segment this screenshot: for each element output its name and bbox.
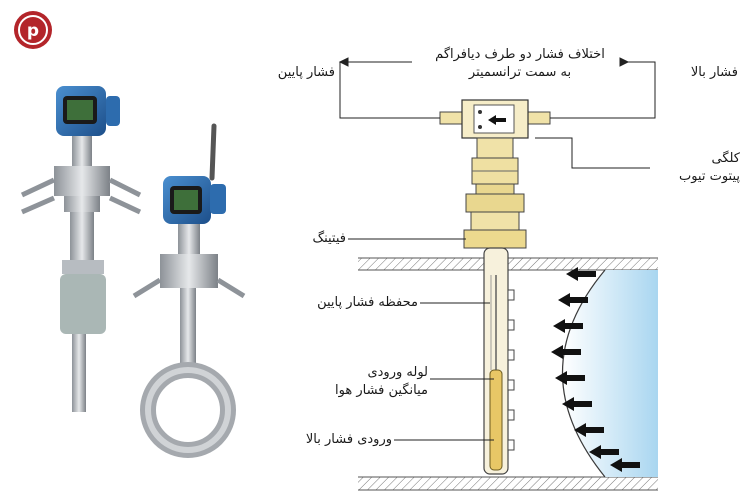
averaging-tube-label: لوله ورودی میانگین فشار هوا xyxy=(300,364,428,400)
transmitter-photo-2 xyxy=(132,123,246,458)
fitting-label: فیتینگ xyxy=(312,231,346,246)
differential-pressure-label: اختلاف فشار دو طرف دیافراگم به سمت ترانس… xyxy=(412,46,628,82)
pitot-head-line-1: کلگی xyxy=(711,151,740,166)
low-pressure-top-label: فشار پایین xyxy=(277,65,335,80)
pitot-head-label: کلگی پیتوت تیوب xyxy=(640,150,740,186)
fitting-shape xyxy=(463,229,527,249)
averaging-tube-line-1: لوله ورودی xyxy=(367,365,428,380)
differential-line-1: اختلاف فشار دو طرف دیافراگم xyxy=(435,47,605,62)
svg-text:p: p xyxy=(27,21,39,41)
pitot-stem xyxy=(463,137,527,249)
logo: p xyxy=(14,11,52,49)
leader-lines xyxy=(338,57,656,441)
velocity-profile xyxy=(562,270,658,477)
differential-line-2: به سمت ترانسمیتر xyxy=(468,65,572,80)
high-pressure-top-label: فشار بالا xyxy=(690,65,738,80)
low-pressure-chamber-label: محفظه فشار پایین xyxy=(317,295,418,310)
averaging-tube-line-2: میانگین فشار هوا xyxy=(335,383,428,398)
transmitter-photo-1 xyxy=(20,86,142,412)
pitot-head xyxy=(439,99,551,139)
probe-tube xyxy=(483,247,515,475)
pitot-head-line-2: پیتوت تیوب xyxy=(678,169,740,184)
high-pressure-inlet-label: ورودی فشار بالا xyxy=(305,432,392,447)
flow-arrows xyxy=(551,267,640,472)
